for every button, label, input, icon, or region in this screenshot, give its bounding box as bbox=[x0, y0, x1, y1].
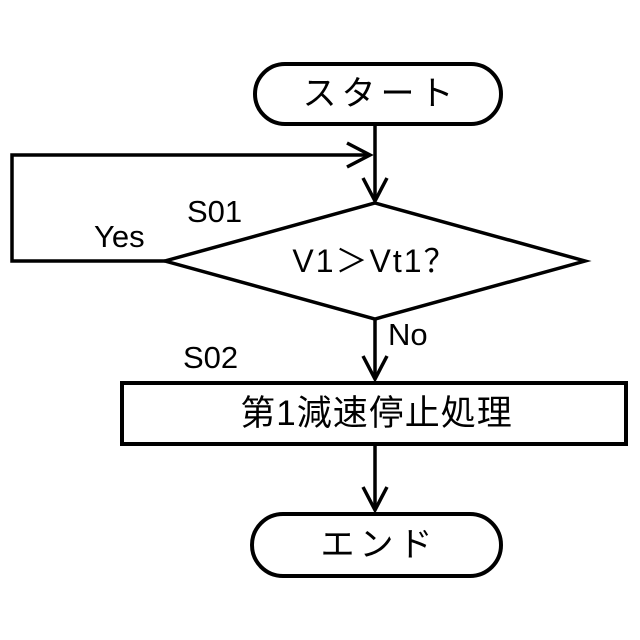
end-node: エンド bbox=[250, 512, 503, 578]
process-node: 第1減速停止処理 bbox=[120, 381, 628, 446]
arrowhead-into-decision-icon bbox=[361, 177, 389, 205]
process-step-id: S02 bbox=[183, 340, 239, 375]
arrowhead-into-end-icon bbox=[361, 486, 389, 514]
yes-branch-label: Yes bbox=[94, 219, 145, 254]
decision-node-label: V1＞Vt1？ bbox=[292, 243, 458, 279]
process-node-label: 第1減速停止処理 bbox=[240, 394, 513, 433]
connector-yes-loop bbox=[10, 153, 368, 263]
end-node-label: エンド bbox=[320, 526, 438, 564]
arrowhead-into-process-icon bbox=[361, 355, 389, 383]
start-node-label: スタート bbox=[302, 75, 459, 113]
start-node: スタート bbox=[253, 62, 503, 126]
decision-step-id: S01 bbox=[187, 194, 243, 229]
arrowhead-yes-loop-icon bbox=[346, 141, 374, 169]
no-branch-label: No bbox=[388, 317, 428, 352]
